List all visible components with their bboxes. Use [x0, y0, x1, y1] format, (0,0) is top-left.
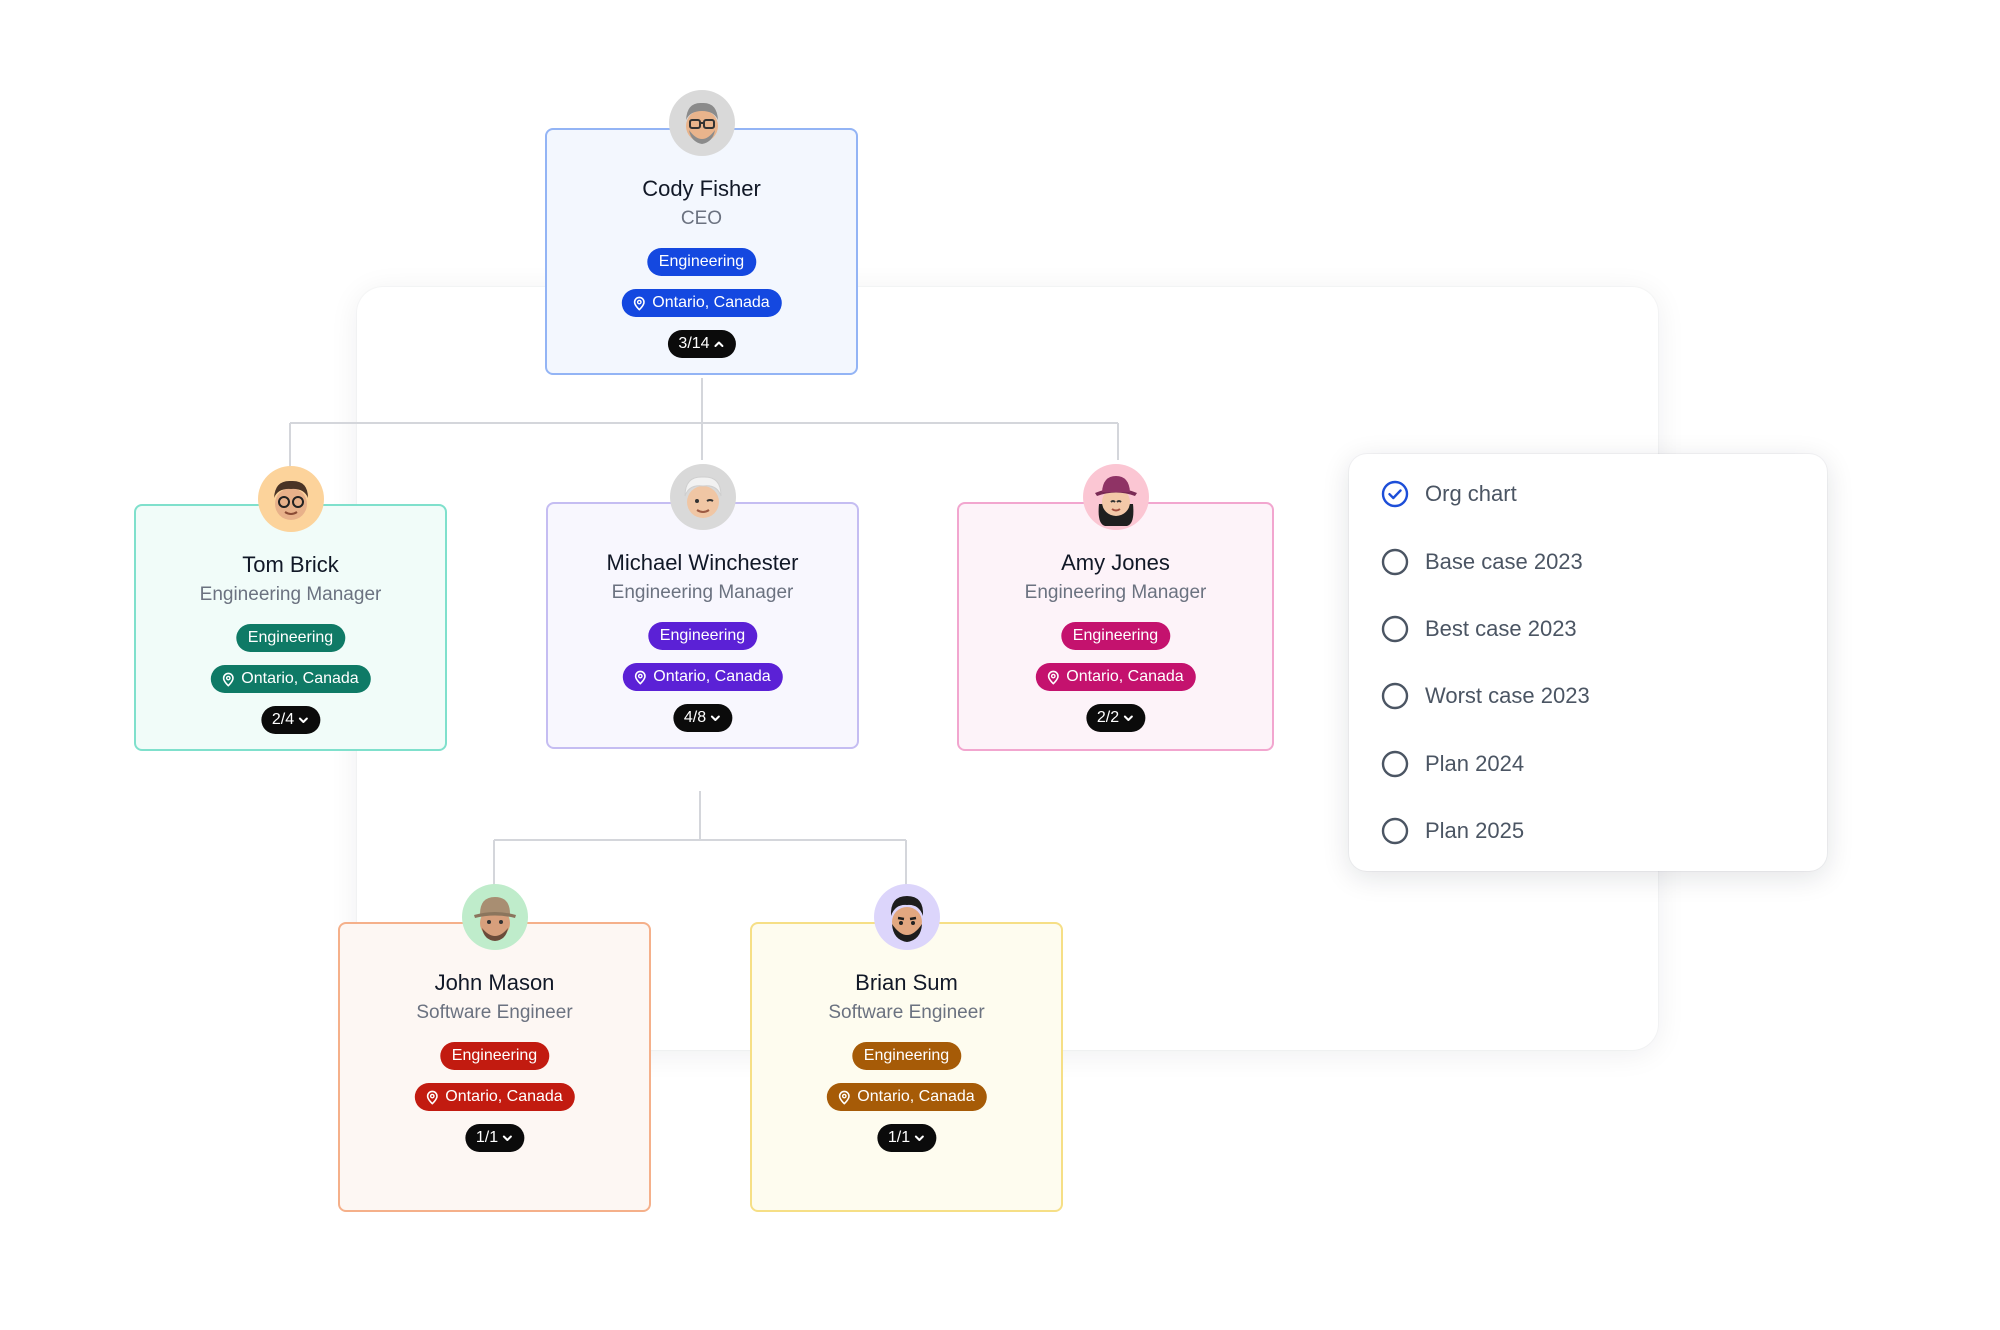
reports-count: 2/2 — [1096, 709, 1120, 726]
chevron-down-icon — [709, 712, 721, 724]
location-label: Ontario, Canada — [1066, 668, 1184, 685]
radio-unchecked-icon — [1381, 817, 1409, 845]
location-pin-icon — [836, 1090, 851, 1105]
location-pin-icon — [632, 670, 647, 685]
reports-count: 1/1 — [475, 1129, 499, 1146]
scenario-option-org-chart[interactable]: Org chart — [1361, 466, 1815, 522]
location-pin-icon — [631, 296, 646, 311]
reports-count: 4/8 — [683, 709, 707, 726]
reports-count: 2/4 — [271, 711, 295, 728]
scenario-option-plan-2025[interactable]: Plan 2025 — [1361, 803, 1815, 859]
department-badge: Engineering — [1060, 622, 1171, 650]
scenario-label: Plan 2025 — [1425, 818, 1525, 843]
avatar — [257, 466, 324, 532]
scenario-label: Base case 2023 — [1425, 549, 1583, 574]
radio-unchecked-icon — [1381, 682, 1409, 710]
department-label: Engineering — [451, 1047, 538, 1064]
employee-name: Tom Brick — [242, 552, 339, 577]
department-badge: Engineering — [851, 1042, 962, 1070]
location-label: Ontario, Canada — [652, 294, 770, 311]
employee-role: Engineering Manager — [199, 584, 382, 605]
employee-name: Amy Jones — [1061, 550, 1170, 575]
location-badge: Ontario, Canada — [621, 289, 782, 317]
employee-card-michael-winchester[interactable]: Michael Winchester Engineering Manager E… — [546, 464, 859, 749]
chevron-up-icon — [713, 338, 725, 350]
department-label: Engineering — [658, 253, 745, 270]
scenario-option-plan-2024[interactable]: Plan 2024 — [1361, 736, 1815, 792]
reports-count: 3/14 — [678, 335, 710, 352]
department-badge: Engineering — [235, 624, 346, 652]
employee-role: CEO — [680, 208, 723, 229]
avatar — [669, 464, 736, 530]
department-badge: Engineering — [439, 1042, 550, 1070]
department-label: Engineering — [247, 629, 334, 646]
location-label: Ontario, Canada — [445, 1088, 563, 1105]
location-label: Ontario, Canada — [857, 1088, 975, 1105]
radio-unchecked-icon — [1381, 548, 1409, 576]
employee-role: Software Engineer — [416, 1002, 573, 1023]
avatar — [461, 884, 528, 950]
employee-role: Engineering Manager — [1024, 582, 1207, 603]
location-badge: Ontario, Canada — [826, 1083, 987, 1111]
direct-reports-toggle[interactable]: 1/1 — [464, 1124, 525, 1152]
employee-card-cody-fisher[interactable]: Cody Fisher CEO Engineering Ontario, Can… — [545, 90, 858, 375]
scenario-label: Plan 2024 — [1425, 751, 1525, 776]
scenario-label: Org chart — [1425, 481, 1517, 506]
radio-unchecked-icon — [1381, 615, 1409, 643]
scenario-label: Best case 2023 — [1425, 616, 1577, 641]
employee-role: Software Engineer — [828, 1002, 985, 1023]
employee-card-tom-brick[interactable]: Tom Brick Engineering Manager Engineerin… — [134, 466, 447, 751]
direct-reports-toggle[interactable]: 2/2 — [1085, 704, 1146, 732]
avatar — [873, 884, 940, 950]
department-label: Engineering — [1072, 627, 1159, 644]
avatar — [1082, 464, 1149, 530]
chevron-down-icon — [913, 1132, 925, 1144]
department-label: Engineering — [863, 1047, 950, 1064]
scenario-option-base-case-2023[interactable]: Base case 2023 — [1361, 534, 1815, 590]
direct-reports-toggle[interactable]: 3/14 — [667, 330, 736, 358]
location-pin-icon — [220, 672, 235, 687]
direct-reports-toggle[interactable]: 1/1 — [876, 1124, 937, 1152]
department-badge: Engineering — [647, 622, 758, 650]
location-label: Ontario, Canada — [653, 668, 771, 685]
reports-count: 1/1 — [887, 1129, 911, 1146]
employee-name: John Mason — [434, 970, 555, 995]
scenario-selector: Org chart Base case 2023 Best case 2023 … — [1349, 454, 1827, 871]
location-label: Ontario, Canada — [241, 670, 359, 687]
chevron-down-icon — [501, 1132, 513, 1144]
radio-unchecked-icon — [1381, 750, 1409, 778]
avatar — [668, 90, 735, 156]
employee-card-brian-sum[interactable]: Brian Sum Software Engineer Engineering … — [750, 884, 1063, 1212]
location-pin-icon — [424, 1090, 439, 1105]
employee-name: Michael Winchester — [606, 550, 799, 575]
chevron-down-icon — [1122, 712, 1134, 724]
department-label: Engineering — [659, 627, 746, 644]
location-badge: Ontario, Canada — [1035, 663, 1196, 691]
employee-role: Engineering Manager — [611, 582, 794, 603]
location-badge: Ontario, Canada — [210, 665, 371, 693]
location-pin-icon — [1045, 670, 1060, 685]
department-badge: Engineering — [646, 248, 757, 276]
scenario-option-best-case-2023[interactable]: Best case 2023 — [1361, 601, 1815, 657]
employee-name: Brian Sum — [855, 970, 958, 995]
location-badge: Ontario, Canada — [414, 1083, 575, 1111]
chevron-down-icon — [297, 714, 309, 726]
employee-card-amy-jones[interactable]: Amy Jones Engineering Manager Engineerin… — [957, 464, 1274, 751]
check-circle-icon — [1381, 480, 1409, 508]
employee-name: Cody Fisher — [642, 176, 761, 201]
direct-reports-toggle[interactable]: 4/8 — [672, 704, 733, 732]
direct-reports-toggle[interactable]: 2/4 — [260, 706, 321, 734]
employee-card-john-mason[interactable]: John Mason Software Engineer Engineering… — [338, 884, 651, 1212]
scenario-option-worst-case-2023[interactable]: Worst case 2023 — [1361, 668, 1815, 724]
location-badge: Ontario, Canada — [622, 663, 783, 691]
scenario-label: Worst case 2023 — [1425, 683, 1590, 708]
